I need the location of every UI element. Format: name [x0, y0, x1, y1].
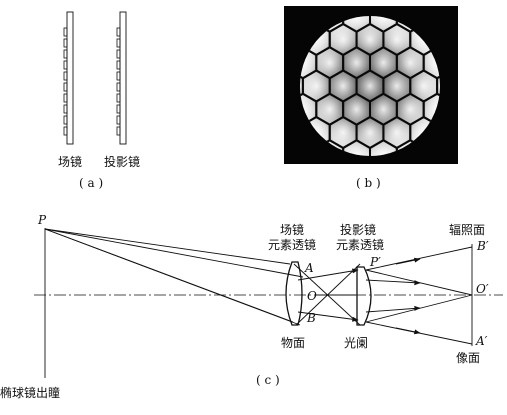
label-point-A: A [304, 261, 314, 275]
label-object-plane: 物面 [281, 336, 305, 350]
lenslet [116, 60, 121, 70]
label-image-plane: 像面 [456, 351, 480, 365]
label-point-B: B [306, 311, 316, 325]
lenslet [116, 93, 121, 103]
lenslet [63, 38, 68, 48]
field-lens-array [63, 11, 74, 145]
label-projection-lens: 投影镜 [104, 154, 140, 169]
lenslet [116, 126, 121, 136]
lenslet [116, 38, 121, 48]
label-point-A-prime: A′ [475, 334, 488, 348]
lenslet [116, 104, 121, 114]
label-aperture-stop: 光阑 [344, 335, 368, 350]
lenslet [116, 115, 121, 125]
projection-lens-element [356, 266, 372, 326]
label-proj-lens-line1: 投影镜 [340, 222, 376, 237]
caption-c: ( c ) [256, 373, 280, 387]
label-proj-lens-line2: 元素透镜 [336, 237, 384, 252]
lenslet [63, 49, 68, 59]
lenslet [116, 82, 121, 92]
label-point-B-prime: B′ [476, 239, 489, 253]
rays-to-image-plane [365, 246, 473, 345]
label-field-lens-line2: 元素透镜 [268, 237, 316, 252]
label-point-O: O [307, 289, 317, 303]
label-point-P-prime: P′ [369, 255, 381, 269]
rays-from-exit-pupil [44, 228, 304, 326]
lenslet [63, 82, 68, 92]
lenslet [63, 27, 68, 37]
lenslet [116, 71, 121, 81]
lenslet [116, 27, 121, 37]
label-exit-pupil: 椭球镜出瞳 [0, 385, 60, 400]
lenslet [116, 49, 121, 59]
lenslet [63, 126, 68, 136]
panel-b: ( b ) [284, 6, 458, 190]
caption-b: ( b ) [356, 176, 381, 190]
lenslet [63, 93, 68, 103]
rays-field-to-stop [293, 263, 361, 326]
lenslet [63, 115, 68, 125]
label-point-P: P [37, 213, 47, 227]
label-field-lens: 场镜 [58, 154, 82, 169]
panel-a: 场镜 投影镜 ( a ) [58, 11, 140, 190]
panel-c: P A O B P′ B′ O′ A′ 场镜 元素透镜 投影镜 元素透镜 辐照面… [0, 213, 503, 400]
lenslet [63, 104, 68, 114]
label-field-lens-line1: 场镜 [280, 222, 304, 237]
field-lens-element [285, 261, 303, 326]
projection-lens-array [116, 11, 127, 145]
lenslet [63, 60, 68, 70]
label-point-O-prime: O′ [476, 282, 489, 296]
lenslet [63, 71, 68, 81]
caption-a: ( a ) [79, 176, 103, 190]
label-irradiance-plane: 辐照面 [449, 222, 485, 237]
